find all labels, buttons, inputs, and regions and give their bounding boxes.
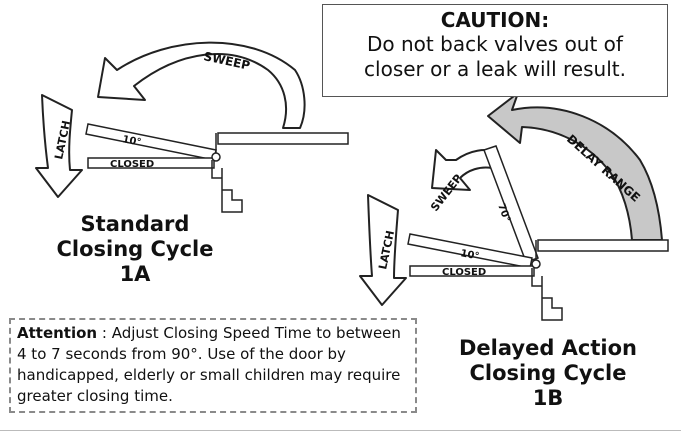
attention-text: : Adjust Closing Speed Time to between 4… xyxy=(17,324,401,405)
caution-title: CAUTION: xyxy=(440,8,550,32)
caution-line-2: closer or a leak will result. xyxy=(364,57,626,81)
caption-1a-line-2: Closing Cycle xyxy=(56,237,214,261)
pivot-1b xyxy=(531,259,541,269)
door-closed-1a xyxy=(87,157,215,169)
closed-label-1a: CLOSED xyxy=(110,159,154,170)
diagram-1b: DELAY RANGE SWEEP LATCH 70° 10° CLOSED xyxy=(359,92,669,321)
door-10deg-1a xyxy=(85,123,217,161)
door-open-1b xyxy=(537,239,669,252)
latch-arrow-1b xyxy=(359,194,407,306)
caution-line-1: Do not back valves out of xyxy=(367,32,623,56)
sweep-arrow-1a xyxy=(97,41,306,129)
attention-box: Attention : Adjust Closing Speed Time to… xyxy=(9,318,417,413)
caption-1a: Standard Closing Cycle 1A xyxy=(20,212,250,287)
latch-arrow-1a xyxy=(35,94,83,198)
door-70deg-1b xyxy=(483,145,539,263)
caution-box: CAUTION: Do not back valves out of close… xyxy=(322,4,668,97)
attention-label: Attention xyxy=(17,324,98,342)
caption-1a-line-1: Standard xyxy=(80,212,190,236)
bottom-divider xyxy=(0,430,681,431)
pivot-1a xyxy=(211,152,221,162)
caption-1a-line-3: 1A xyxy=(119,262,151,286)
caption-1b-line-3: 1B xyxy=(532,386,564,410)
frame-1b xyxy=(531,268,563,321)
diagram-1a: SWEEP LATCH 10° CLOSED xyxy=(35,41,349,213)
door-open-1a xyxy=(217,132,349,145)
closed-label-1b: CLOSED xyxy=(442,267,486,278)
door-closed-1b xyxy=(409,265,535,277)
angle-label-1b: 10° xyxy=(459,248,480,262)
sweep-arrow-1b xyxy=(431,149,499,191)
frame-1a xyxy=(211,160,243,213)
angle-label-1a: 10° xyxy=(121,134,142,148)
caption-1b: Delayed Action Closing Cycle 1B xyxy=(432,336,664,411)
caption-1b-line-1: Delayed Action xyxy=(459,336,637,360)
caption-1b-line-2: Closing Cycle xyxy=(469,361,627,385)
